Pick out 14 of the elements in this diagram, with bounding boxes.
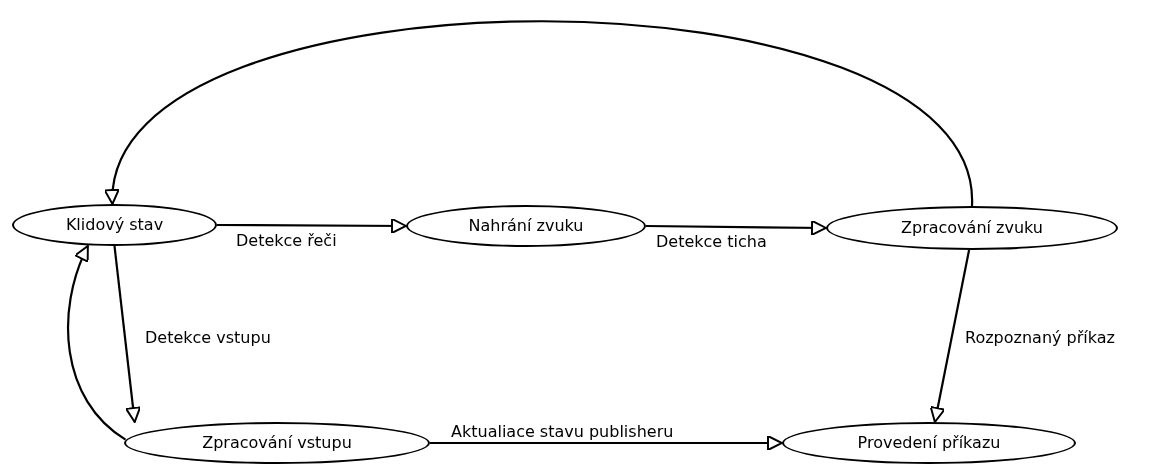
state-pill: Zpracování vstupu — [124, 422, 430, 464]
state-pill: Nahrání zvuku — [406, 205, 646, 247]
edge-label: Rozpoznaný příkaz — [965, 328, 1115, 348]
state-pill: Provedení příkazu — [782, 422, 1076, 464]
state-pill: Zpracování zvuku — [826, 206, 1118, 250]
edge-label: Detekce vstupu — [145, 328, 271, 348]
arrow — [217, 217, 407, 234]
arrow — [430, 435, 783, 451]
arrow — [113, 245, 142, 423]
edge-label: Aktualiace stavu publisheru — [451, 422, 674, 442]
state-pill: Klidový stav — [12, 204, 217, 246]
arrow — [929, 249, 971, 423]
arrow — [646, 219, 827, 236]
arrow — [108, 20, 974, 207]
